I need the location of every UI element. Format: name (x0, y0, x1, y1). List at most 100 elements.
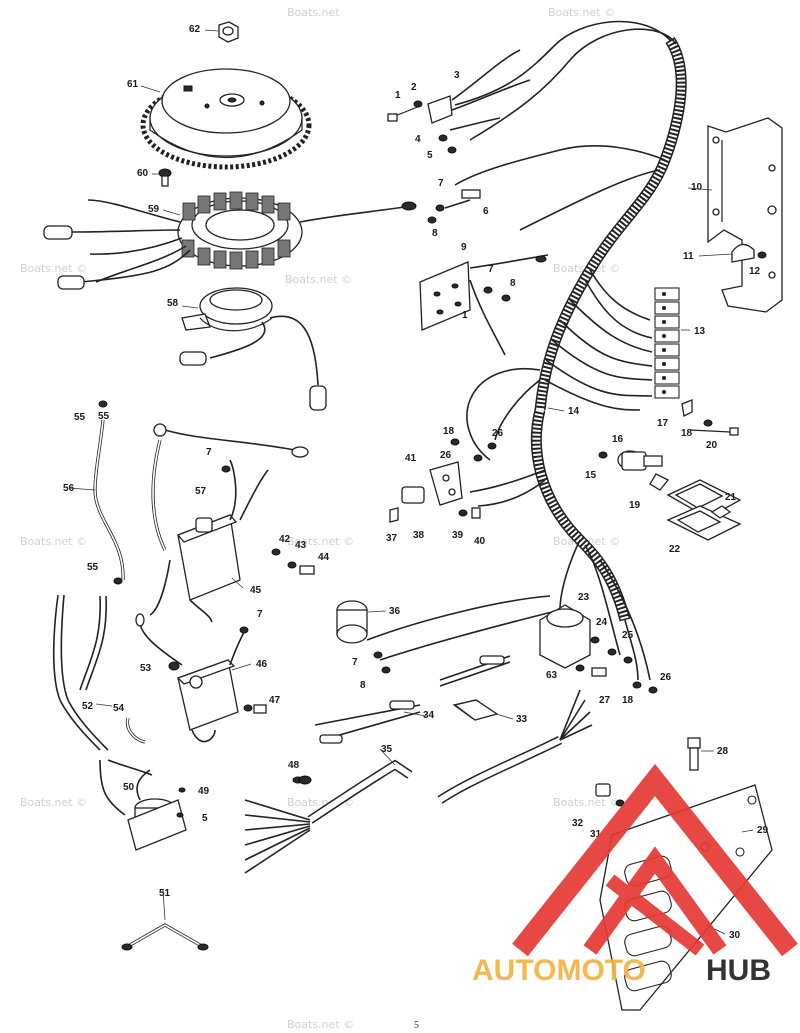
callout-36: 36 (389, 606, 401, 617)
callout-22: 22 (669, 544, 681, 555)
callout-30: 30 (729, 930, 741, 941)
watermark-layer: Boats.net Boats.net © Boats.net © Boats.… (20, 6, 620, 1031)
callout-60: 60 (137, 168, 149, 179)
bracket-10 (707, 117, 783, 313)
callout-42: 42 (279, 534, 291, 545)
callout-7: 7 (257, 609, 263, 620)
callout-43: 43 (295, 540, 307, 551)
callout-46: 46 (256, 659, 268, 670)
automotohub-logo: AUTOMOTO HUB (472, 763, 798, 987)
callout-24: 24 (596, 617, 608, 628)
callout-1: 1 (462, 310, 468, 321)
callout-18: 18 (681, 428, 693, 439)
key-switch-16 (598, 419, 739, 491)
logo-slash (605, 874, 705, 956)
terminal-board-9 (419, 254, 549, 356)
terminal-group-41 (389, 438, 497, 523)
callout-11: 11 (683, 251, 694, 262)
logo-word-automoto: AUTOMOTO (472, 954, 646, 987)
callout-19: 19 (629, 500, 641, 511)
callout-5: 5 (202, 813, 208, 824)
callout-52: 52 (82, 701, 94, 712)
starter-36 (336, 595, 561, 674)
callout-55: 55 (87, 562, 99, 573)
plate-22 (666, 479, 742, 541)
callout-14: 14 (568, 406, 580, 417)
coil-46 (135, 613, 267, 743)
callout-labels: 1 2 3 4 5 6 7 8 9 10 11 12 13 14 15 16 1… (63, 24, 769, 941)
nut-62 (218, 21, 239, 43)
callout-50: 50 (123, 782, 135, 793)
power-pack-45 (149, 423, 315, 623)
callout-1: 1 (395, 90, 401, 101)
callout-25: 25 (622, 630, 634, 641)
callout-8: 8 (510, 278, 516, 289)
callout-44: 44 (318, 552, 330, 563)
callout-26: 26 (660, 672, 672, 683)
watermark: Boats.net © (20, 535, 87, 548)
callout-3: 3 (454, 70, 460, 81)
callout-51: 51 (159, 888, 171, 899)
part-drawings (43, 20, 783, 1011)
callout-47: 47 (269, 695, 281, 706)
terminal-strip-13 (654, 287, 693, 417)
callout-18: 18 (622, 695, 634, 706)
callout-7: 7 (206, 447, 212, 458)
callout-56: 56 (63, 483, 75, 494)
callout-62: 62 (189, 24, 201, 35)
callout-12: 12 (749, 266, 761, 277)
clamp-33 (453, 699, 499, 721)
callout-55: 55 (98, 411, 110, 422)
callout-10: 10 (691, 182, 703, 193)
callout-15: 15 (585, 470, 597, 481)
callout-5: 5 (427, 150, 433, 161)
watermark: Boats.net © (287, 535, 354, 548)
callout-48: 48 (288, 760, 300, 771)
callout-20: 20 (706, 440, 718, 451)
ground-wire-56 (93, 400, 125, 585)
connector-54 (125, 717, 146, 744)
jumper-wire-51 (121, 923, 209, 951)
battery-cables-34 (314, 655, 511, 744)
solenoid-50 (127, 769, 187, 851)
callout-32: 32 (572, 818, 584, 829)
watermark: Boats.net (287, 6, 340, 19)
callout-7: 7 (488, 264, 494, 275)
callout-35: 35 (381, 744, 393, 755)
main-harness-35 (244, 689, 593, 874)
callout-23: 23 (578, 592, 590, 603)
callout-2: 2 (411, 82, 417, 93)
starter-solenoid-23 (539, 604, 658, 694)
harness-52 (52, 594, 153, 816)
callout-45: 45 (250, 585, 262, 596)
callout-40: 40 (474, 536, 486, 547)
harness-14 (454, 20, 687, 681)
page-footer-mark: 5 (414, 1020, 419, 1031)
callout-33: 33 (516, 714, 528, 725)
callout-63: 63 (546, 670, 558, 681)
watermark: Boats.net © (20, 796, 87, 809)
callout-7: 7 (438, 178, 444, 189)
callout-26: 26 (440, 450, 452, 461)
callout-29: 29 (757, 825, 769, 836)
callout-31: 31 (590, 829, 602, 840)
stator-59 (43, 191, 417, 290)
callout-13: 13 (694, 326, 706, 337)
callout-4: 4 (415, 134, 421, 145)
callout-53: 53 (140, 663, 152, 674)
watermark: Boats.net © (553, 796, 620, 809)
terminal-block-3 (387, 49, 531, 154)
watermark: Boats.net © (20, 262, 87, 275)
flywheel-61 (140, 68, 312, 170)
bolt-28 (687, 737, 701, 771)
logo-triangle-outer (512, 763, 798, 957)
callout-39: 39 (452, 530, 464, 541)
callout-18: 18 (443, 426, 455, 437)
callout-61: 61 (127, 79, 139, 90)
callout-8: 8 (432, 228, 438, 239)
callout-9: 9 (461, 242, 467, 253)
callout-54: 54 (113, 703, 125, 714)
clip-48 (298, 775, 312, 785)
callout-26: 26 (492, 428, 504, 439)
